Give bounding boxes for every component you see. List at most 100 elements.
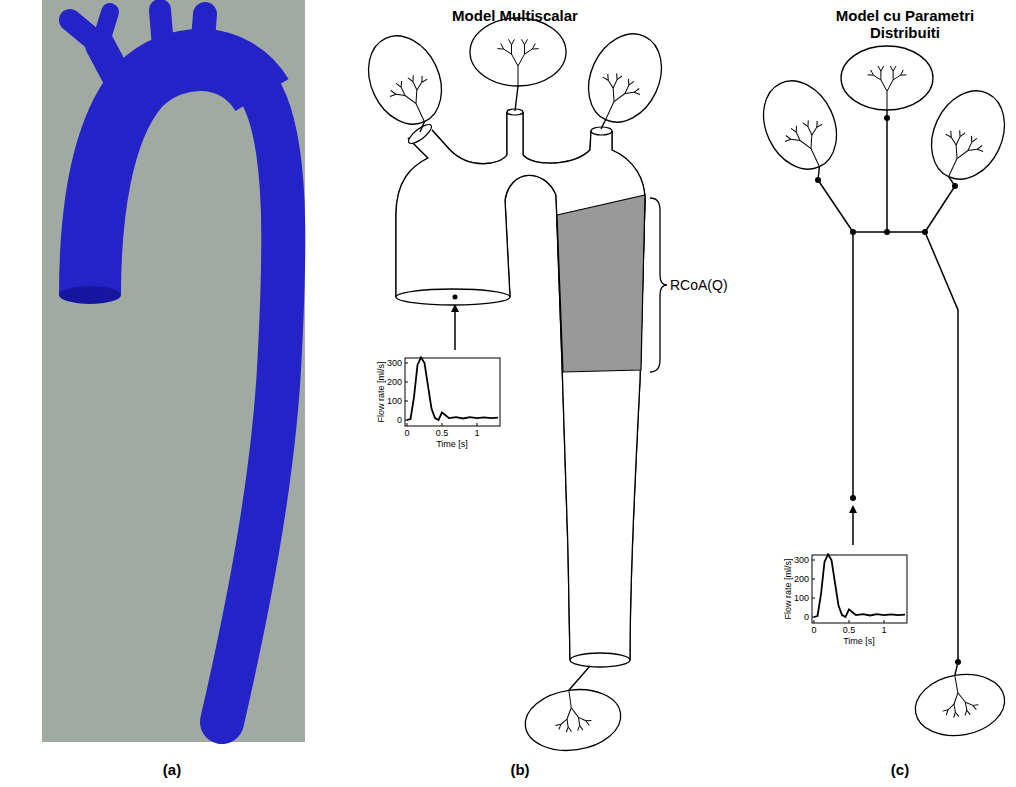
axis-title: Flow rate [ml/s] bbox=[783, 558, 793, 619]
tree-branch bbox=[586, 720, 589, 725]
tree-branch bbox=[613, 80, 617, 88]
tree-branch bbox=[525, 39, 528, 45]
panel-title: Model cu Parametri Distribuiti bbox=[805, 7, 1005, 42]
tree-branch bbox=[566, 708, 573, 719]
tree-branch bbox=[949, 159, 957, 177]
tick-label: 0.5 bbox=[436, 428, 449, 438]
tree-branch bbox=[973, 705, 977, 710]
tree-branch bbox=[408, 77, 413, 83]
tree-branch bbox=[532, 48, 538, 50]
axis-title: Time [s] bbox=[436, 439, 468, 449]
tree-branch bbox=[399, 81, 404, 87]
tree-branch bbox=[625, 89, 634, 97]
tree-branch bbox=[881, 66, 884, 71]
tick-label: 100 bbox=[794, 593, 809, 603]
tree-ellipse bbox=[918, 79, 1016, 191]
tick-label: 1 bbox=[474, 428, 479, 438]
tree-branch bbox=[518, 54, 525, 66]
tree-branch bbox=[524, 45, 525, 54]
tick-label: 300 bbox=[387, 358, 402, 368]
tree-branch bbox=[811, 149, 819, 167]
tree-branch bbox=[968, 146, 977, 154]
resistance-label: RCoA(Q) bbox=[670, 277, 728, 293]
tick-label: 0 bbox=[397, 415, 402, 425]
tree-branch bbox=[532, 44, 535, 50]
tree-branch bbox=[422, 79, 428, 82]
tree-branch bbox=[606, 102, 614, 120]
tree-branch bbox=[796, 132, 800, 140]
tree-branch bbox=[901, 70, 904, 75]
tree-ellipse bbox=[521, 684, 624, 757]
tree-branch bbox=[578, 717, 579, 725]
tree-branch bbox=[571, 707, 578, 718]
tree-branch bbox=[411, 90, 422, 104]
tree-branch bbox=[391, 89, 396, 95]
tree-branch bbox=[518, 66, 519, 86]
tree-branch bbox=[967, 710, 970, 715]
tree-branch bbox=[953, 712, 956, 717]
vascular-tree bbox=[750, 69, 851, 181]
tree-branch bbox=[560, 719, 567, 724]
tree-branch bbox=[580, 725, 583, 730]
vascular-tree bbox=[575, 22, 676, 134]
panel-caption: (c) bbox=[891, 761, 909, 778]
tree-branch bbox=[955, 712, 959, 717]
vascular-tree bbox=[355, 24, 456, 136]
tick-label: 200 bbox=[387, 377, 402, 387]
tree-branch bbox=[617, 75, 622, 81]
tree-branch bbox=[401, 87, 405, 95]
vascular-tree bbox=[910, 668, 1009, 743]
tree-branch bbox=[887, 80, 893, 91]
tree-branch bbox=[567, 719, 568, 727]
tree-branch bbox=[578, 716, 585, 721]
tick-label: 0 bbox=[804, 612, 809, 622]
tree-branch bbox=[948, 131, 953, 137]
tree-branch bbox=[555, 724, 561, 725]
tree-branch bbox=[958, 692, 966, 703]
tree-branch bbox=[887, 91, 888, 110]
tree-link bbox=[515, 86, 518, 111]
tree-branch bbox=[396, 82, 401, 88]
tree-branch bbox=[952, 693, 960, 704]
tree-branch bbox=[977, 149, 983, 152]
tree-branch bbox=[411, 75, 416, 81]
tree-branch bbox=[968, 142, 972, 150]
tree-branch bbox=[566, 727, 569, 732]
tree-branch bbox=[625, 85, 629, 93]
tree-branch bbox=[522, 39, 525, 45]
tree-ellipse bbox=[470, 18, 566, 86]
aorta-render bbox=[42, 0, 305, 742]
tree-branch bbox=[629, 80, 634, 86]
tree-link bbox=[818, 167, 819, 180]
tree-branch bbox=[786, 134, 791, 140]
tree-branch bbox=[964, 710, 968, 715]
tree-branch bbox=[947, 704, 954, 710]
tree-branch bbox=[504, 49, 512, 54]
tree-branch bbox=[890, 66, 893, 71]
tree-branch bbox=[943, 710, 949, 711]
tick-label: 1 bbox=[881, 625, 886, 635]
tick-label: 200 bbox=[794, 574, 809, 584]
tree-link bbox=[601, 120, 606, 129]
tree-branch bbox=[972, 137, 977, 143]
vascular-tree bbox=[470, 18, 566, 86]
tree-branch bbox=[569, 690, 571, 707]
inflow-arrow bbox=[454, 306, 456, 350]
tree-ellipse bbox=[355, 24, 456, 136]
tree-branch bbox=[785, 139, 791, 142]
tree-link bbox=[569, 666, 590, 690]
vascular-tree bbox=[918, 79, 1016, 191]
tree-branch bbox=[893, 71, 894, 80]
tree-branch bbox=[501, 44, 504, 50]
tree-ellipse bbox=[910, 668, 1009, 743]
tree-branch bbox=[880, 71, 881, 80]
tree-branch bbox=[512, 54, 519, 66]
tree-branch bbox=[810, 127, 819, 135]
axis-title: Time [s] bbox=[843, 636, 875, 646]
tree-ellipse bbox=[575, 22, 676, 134]
flow-curve bbox=[407, 357, 498, 420]
tick-label: 100 bbox=[387, 396, 402, 406]
tree-branch bbox=[800, 138, 811, 152]
tree-branch bbox=[806, 120, 811, 126]
